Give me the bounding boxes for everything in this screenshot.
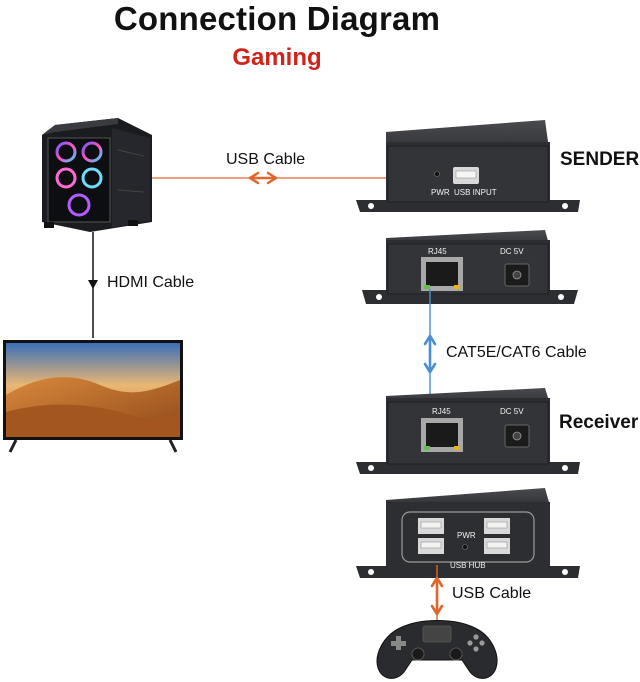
receiver-unit-front <box>356 388 580 474</box>
hdmi-cable-label: HDMI Cable <box>107 274 195 291</box>
receiver-usb-hub-label: USB HUB <box>450 561 486 570</box>
usb-cable-top <box>152 171 433 185</box>
sender-usb-input-label: USB INPUT <box>454 188 497 197</box>
cat-cable-label: CAT5E/CAT6 Cable <box>446 344 587 361</box>
usb-cable-bottom-label: USB Cable <box>452 585 532 602</box>
hdmi-cable <box>88 232 98 338</box>
usb-cable-top-label: USB Cable <box>226 151 306 168</box>
sender-pwr-label: PWR <box>431 188 450 197</box>
receiver-label: Receiver <box>559 412 639 433</box>
sender-unit-back <box>356 120 580 212</box>
sender-label: SENDER <box>560 149 640 170</box>
pc-tower-icon <box>42 118 152 232</box>
receiver-dc-label: DC 5V <box>500 407 524 416</box>
tv-icon <box>3 340 183 453</box>
sender-dc-label: DC 5V <box>500 247 524 256</box>
usb-cable-bottom <box>430 565 444 625</box>
receiver-rj45-label: RJ45 <box>432 407 451 416</box>
sender-unit-front <box>362 230 578 304</box>
receiver-unit-hub <box>356 488 580 578</box>
receiver-pwr-label: PWR <box>457 531 476 540</box>
page-title: Connection Diagram <box>113 0 441 37</box>
gamepad-icon <box>376 620 498 679</box>
page-subtitle: Gaming <box>232 44 322 71</box>
sender-rj45-label: RJ45 <box>428 247 447 256</box>
